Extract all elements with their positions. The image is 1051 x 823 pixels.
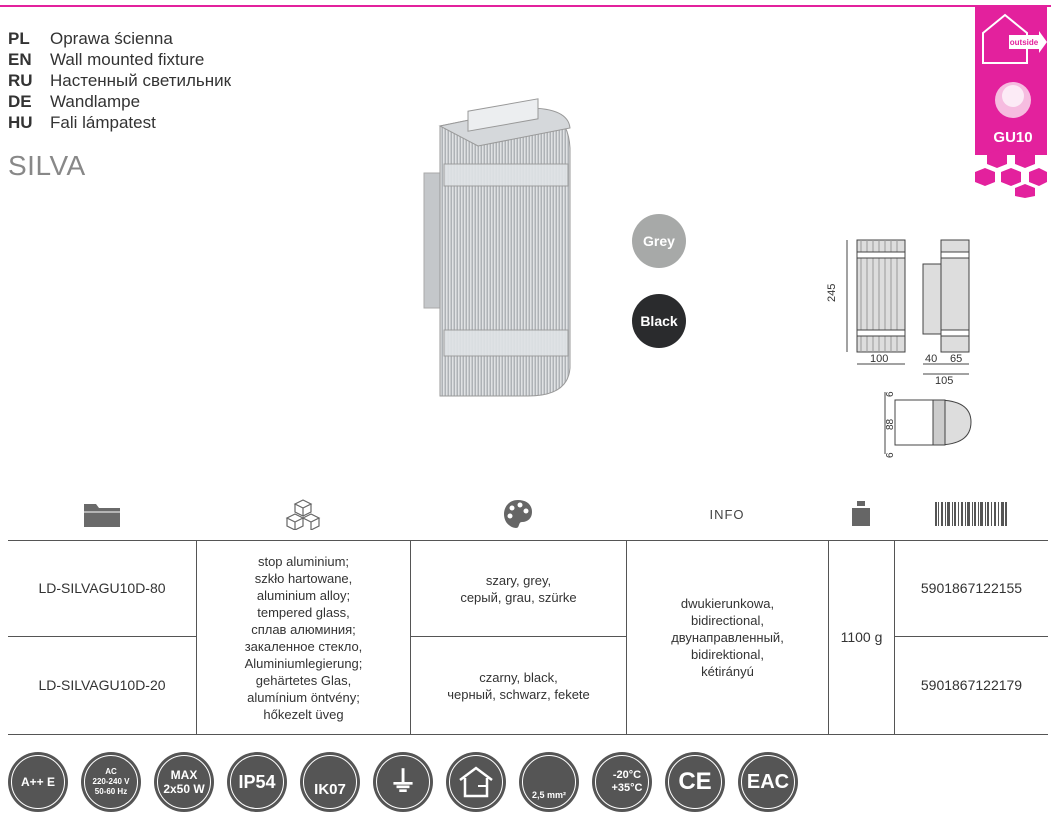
barcode-icon xyxy=(935,502,1007,526)
cubes-icon xyxy=(285,499,321,530)
lang-code: RU xyxy=(8,70,33,90)
house-icon xyxy=(446,752,506,812)
weight-icon xyxy=(852,501,870,526)
table-rule-top xyxy=(8,540,1048,541)
certification-icons: A++ E AC 220-240 V 50-60 Hz MAX 2x50 W I… xyxy=(8,752,811,812)
icon-text: IK07 xyxy=(314,780,346,798)
outside-badge: outside xyxy=(982,13,1047,64)
language-row: DE Wandlampe xyxy=(8,91,231,112)
black-color-swatch: Black xyxy=(632,294,686,348)
max-power-icon: MAX 2x50 W xyxy=(154,752,214,812)
lang-code: DE xyxy=(8,91,32,111)
gu10-badge: GU10 xyxy=(993,82,1033,146)
color-text: czarny, black, черный, schwarz, fekete xyxy=(447,669,590,702)
temperature-icon: -20°C +35°C xyxy=(592,752,652,812)
lang-name: Fali lámpatest xyxy=(50,112,156,132)
header-color xyxy=(410,488,626,540)
language-row: RU Настенный светильник xyxy=(8,70,231,91)
technical-drawing: 245 100 40 65 105 6 88 6 xyxy=(826,239,972,458)
row-divider xyxy=(894,636,1048,637)
lang-name: Oprawa ścienna xyxy=(50,28,173,48)
table-divider xyxy=(828,540,829,734)
language-row: EN Wall mounted fixture xyxy=(8,49,231,70)
dim-body: 65 xyxy=(950,353,962,365)
lang-code: EN xyxy=(8,49,32,69)
swatch-label: Black xyxy=(640,313,678,329)
icon-text: 2,5 mm² xyxy=(531,789,566,800)
color-text: szary, grey, серый, grau, szürke xyxy=(460,572,577,605)
icon-text: AC 220-240 V 50-60 Hz xyxy=(92,767,130,796)
dim-total: 105 xyxy=(935,375,953,387)
product-code: LD-SILVAGU10D-80 xyxy=(38,580,166,596)
voltage-icon: AC 220-240 V 50-60 Hz xyxy=(81,752,141,812)
palette-icon xyxy=(504,500,532,528)
header-info: INFO xyxy=(709,506,745,522)
table-divider xyxy=(196,540,197,734)
icon-text: A++ E xyxy=(20,775,56,789)
row-divider xyxy=(410,636,626,637)
lang-code: PL xyxy=(8,28,30,48)
lang-name: Wandlampe xyxy=(50,91,141,111)
language-row: PL Oprawa ścienna xyxy=(8,28,231,49)
table-rule-bottom xyxy=(8,734,1048,735)
language-row: HU Fali lámpatest xyxy=(8,112,231,133)
dim-top: 6 xyxy=(885,391,896,397)
energy-class-icon: A++ E xyxy=(8,752,68,812)
table-divider xyxy=(894,540,895,734)
icon-text: IP54 xyxy=(238,772,276,792)
ean-code: 5901867122179 xyxy=(920,677,1023,693)
icon-text: ⏚ xyxy=(388,766,417,797)
material-text: stop aluminium; szkło hartowane, alumini… xyxy=(244,553,363,722)
socket-label: GU10 xyxy=(993,129,1032,146)
header-barcode xyxy=(894,488,1048,540)
swatch-label: Grey xyxy=(643,233,675,249)
icon-text: CE xyxy=(678,768,712,795)
series-title: SILVA xyxy=(8,150,86,181)
icon-text: EAC xyxy=(746,771,790,793)
lang-code: HU xyxy=(8,112,33,132)
ip-rating-icon: IP54 xyxy=(227,752,287,812)
weight-value: 1100 g xyxy=(840,629,883,645)
info-text: dwukierunkowa, bidirectional, двунаправл… xyxy=(671,596,784,679)
folder-icon xyxy=(84,504,120,527)
product-image xyxy=(423,98,571,397)
icon-text: -20°C +35°C xyxy=(611,769,643,794)
dim-mount: 40 xyxy=(925,353,937,365)
dim-height: 245 xyxy=(826,284,838,302)
dim-width: 100 xyxy=(870,353,888,365)
dim-bottom: 6 xyxy=(885,452,896,458)
grey-color-swatch: Grey xyxy=(632,214,686,268)
icon-text: MAX 2x50 W xyxy=(163,768,205,796)
hex-decoration xyxy=(975,150,1047,198)
table-divider xyxy=(626,540,627,734)
outside-label: outside xyxy=(1010,38,1039,47)
lang-name: Wall mounted fixture xyxy=(50,49,205,69)
row-divider xyxy=(8,636,196,637)
lang-name: Настенный светильник xyxy=(50,70,232,90)
impact-icon: IK07 xyxy=(300,752,360,812)
ce-icon: CE xyxy=(665,752,725,812)
table-divider xyxy=(410,540,411,734)
top-accent-line xyxy=(0,5,1051,7)
header-weight xyxy=(828,488,894,540)
dim-mid: 88 xyxy=(885,418,896,430)
wire-icon: 2,5 mm² xyxy=(519,752,579,812)
eac-icon: EAC xyxy=(738,752,798,812)
header-material xyxy=(196,488,410,540)
ean-code: 5901867122155 xyxy=(920,580,1023,596)
product-code: LD-SILVAGU10D-20 xyxy=(38,677,166,693)
header-folder xyxy=(8,488,196,540)
ground-icon: ⏚ xyxy=(373,752,433,812)
